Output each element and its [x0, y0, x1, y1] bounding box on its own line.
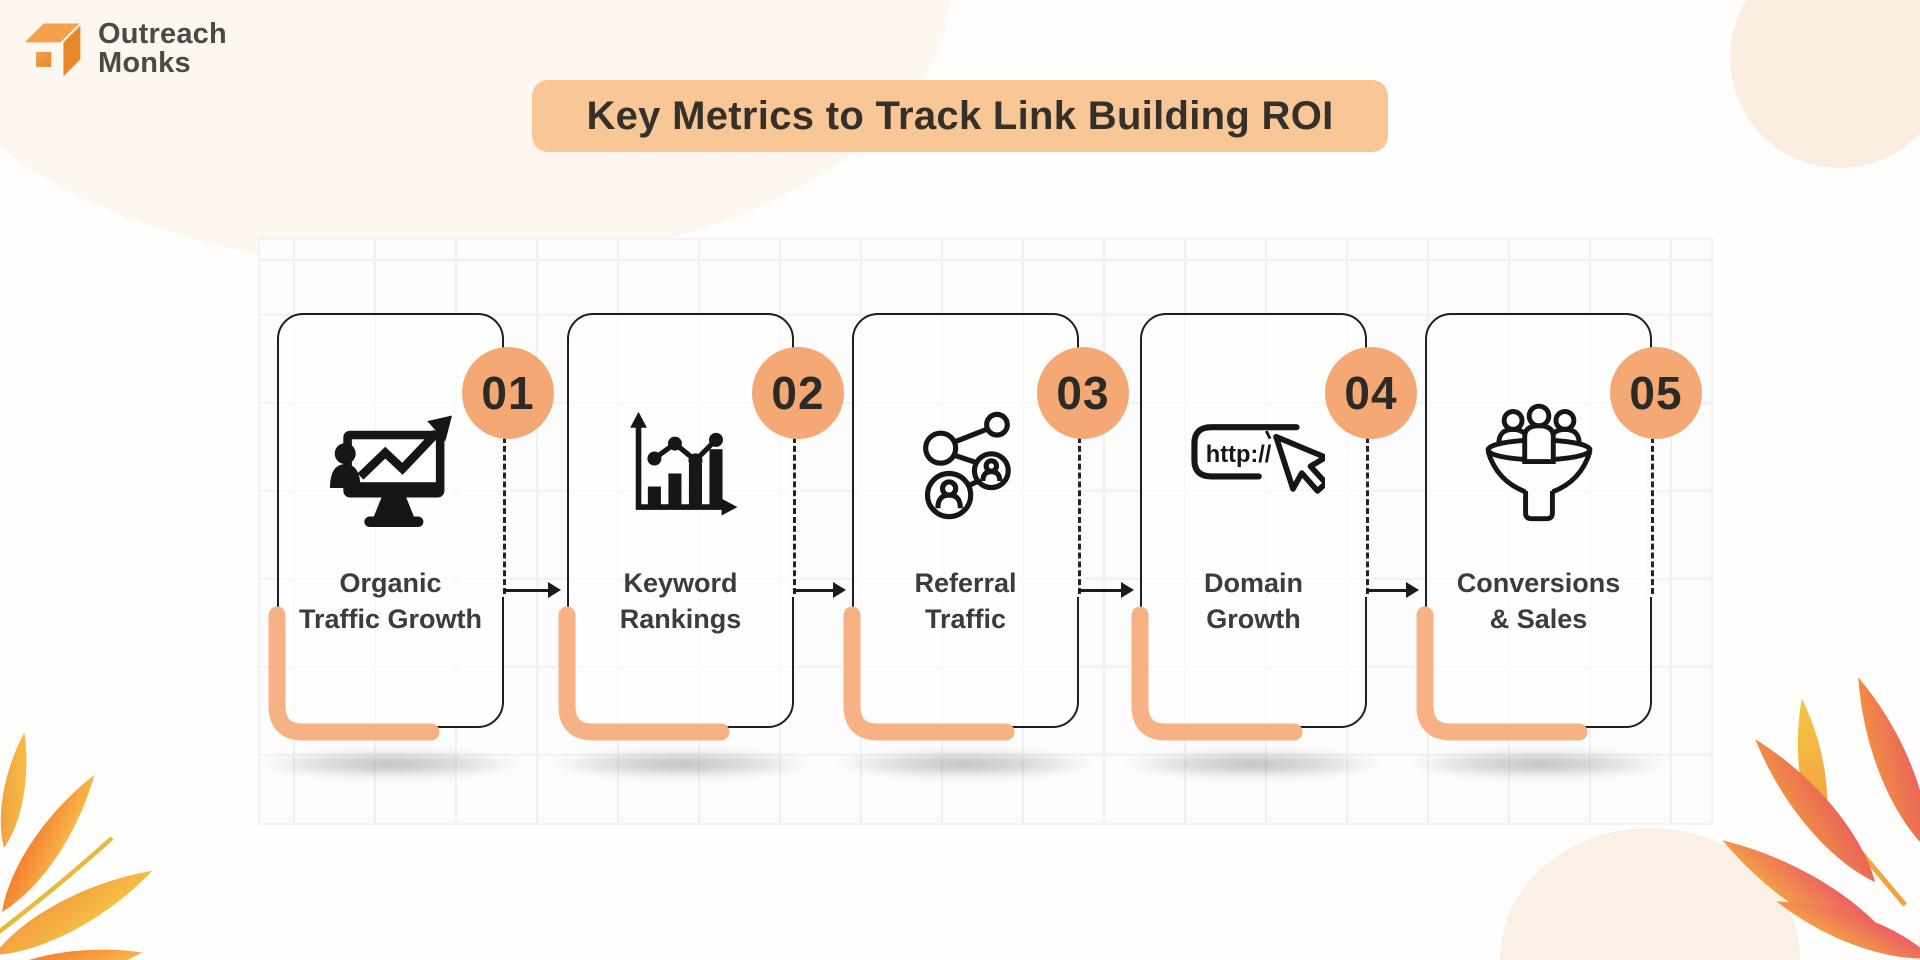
brand-logo: Outreach Monks [20, 16, 227, 82]
flow-arrow-4 [1366, 582, 1419, 598]
keyword-rankings-chart-icon [629, 411, 737, 516]
step-card-4: 04 http:// Domain Growth [1131, 313, 1417, 741]
dashed-connector [1078, 437, 1081, 594]
step-card-2: 02 Keyword Rankings [558, 313, 844, 741]
step-number: 04 [1344, 367, 1398, 419]
card-shadow [263, 750, 519, 778]
arrow-head-icon [1121, 582, 1134, 598]
flow-arrow-2 [793, 582, 846, 598]
step-label: Conversions & Sales [1456, 568, 1621, 634]
step-label: Domain Growth [1203, 568, 1303, 634]
organic-traffic-monitor-icon [329, 415, 452, 528]
card-shadow [1126, 750, 1382, 778]
step-card-5: 05 Conversions & Sales [1416, 313, 1702, 741]
dashed-connector [1366, 437, 1369, 594]
leaf-decoration-left [0, 730, 160, 960]
arrow-head-icon [833, 582, 846, 598]
step-number: 02 [771, 367, 825, 419]
flow-arrow-1 [503, 582, 561, 598]
url-text: http:// [1205, 442, 1271, 468]
step-label: Keyword Rankings [619, 568, 742, 634]
step-number: 01 [481, 367, 535, 419]
dashed-connector [1651, 437, 1654, 594]
card-shadow [1411, 750, 1667, 778]
card-shadow [838, 750, 1094, 778]
arrow-head-icon [548, 582, 561, 598]
brand-name-line1: Outreach [98, 18, 227, 50]
dashed-connector [503, 437, 506, 594]
brand-name-line2: Monks [98, 47, 191, 79]
number-badge: 05 [1610, 347, 1702, 439]
number-badge: 03 [1037, 347, 1129, 439]
step-number: 05 [1629, 367, 1683, 419]
step-number: 03 [1056, 367, 1110, 419]
conversion-funnel-icon [1485, 403, 1592, 522]
step-card-1: 01 Organic Traffic Growth [268, 313, 554, 741]
flow-arrow-3 [1078, 582, 1134, 598]
step-label: Referral Traffic [914, 568, 1017, 634]
domain-url-cursor-icon: http:// [1190, 424, 1325, 494]
page-title: Key Metrics to Track Link Building ROI [586, 93, 1334, 138]
number-badge: 04 [1325, 347, 1417, 439]
brand-name: Outreach Monks [98, 20, 227, 78]
referral-network-icon [922, 411, 1011, 520]
step-card-3: 03 Referral Traffic [843, 313, 1129, 741]
step-label: Organic Traffic Growth [298, 568, 482, 634]
card-shadow [553, 750, 809, 778]
title-banner: Key Metrics to Track Link Building ROI [532, 80, 1388, 152]
background-blob-bottom [1500, 828, 1800, 960]
background-blob-top-right [1730, 0, 1920, 168]
arrow-head-icon [1406, 582, 1419, 598]
number-badge: 01 [462, 347, 554, 439]
number-badge: 02 [752, 347, 844, 439]
dashed-connector [793, 437, 796, 594]
outreach-monks-logo-icon [24, 23, 81, 77]
